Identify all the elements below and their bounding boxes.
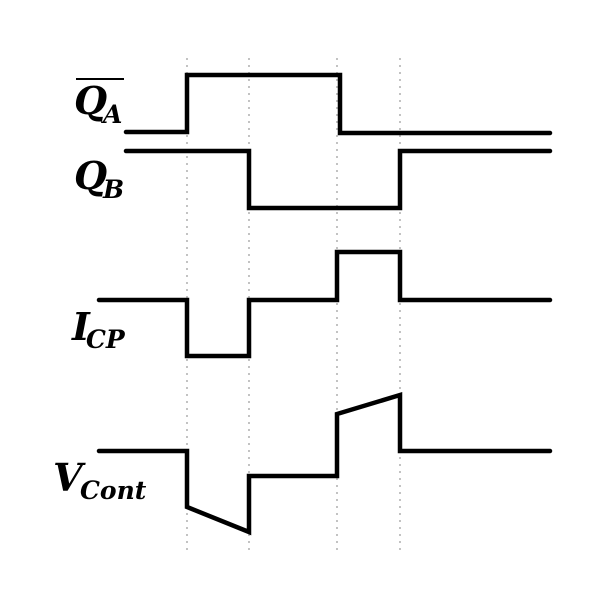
label-qa-bar: Q A: [74, 78, 124, 129]
label-qb-main: Q: [74, 153, 107, 198]
label-qa-bar-subscript: A: [101, 100, 122, 129]
label-qb: Q B: [74, 153, 124, 204]
label-icp-subscript: CP: [86, 325, 126, 354]
label-vcont-main: V: [53, 455, 86, 500]
waveform-vcont: [96, 391, 553, 536]
label-vcont: V Cont: [53, 455, 147, 505]
waveform-qb: [123, 148, 553, 211]
label-qb-subscript: B: [102, 175, 124, 204]
waveform-icp: [96, 249, 553, 359]
waveform-qa-bar: [123, 72, 553, 136]
label-icp: I CP: [71, 304, 126, 354]
label-vcont-subscript: Cont: [80, 476, 147, 505]
label-icp-main: I: [71, 304, 91, 349]
label-qa-bar-main: Q: [74, 78, 107, 123]
